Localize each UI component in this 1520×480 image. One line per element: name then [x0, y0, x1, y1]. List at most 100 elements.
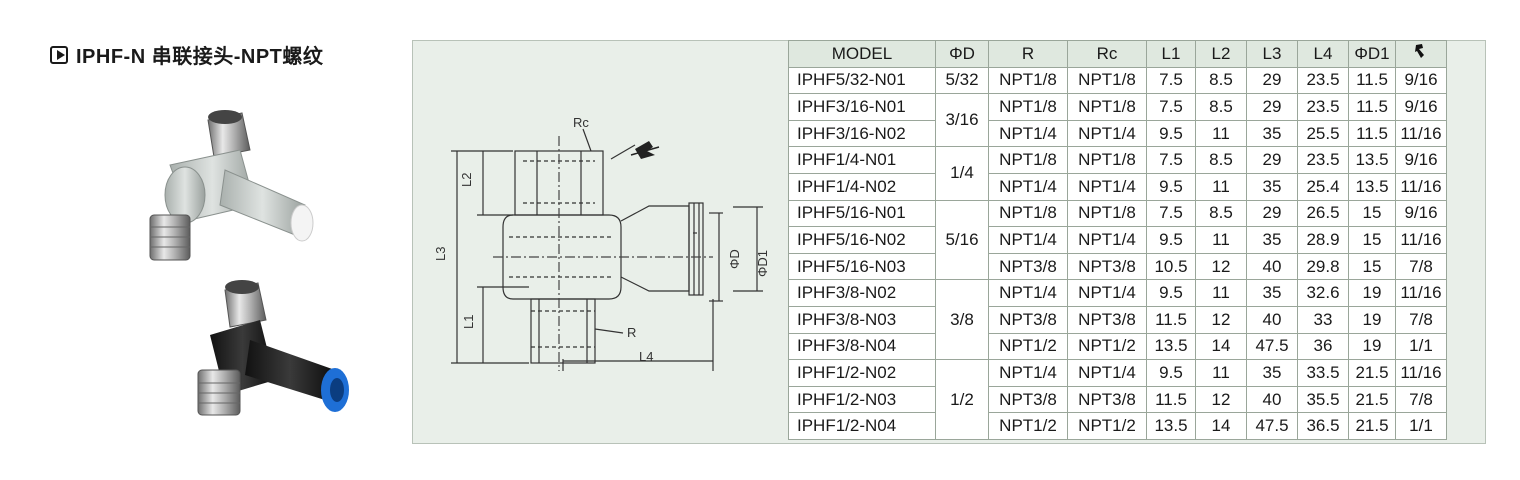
wrench-icon — [1415, 44, 1424, 59]
r-cell: NPT3/8 — [988, 305, 1068, 334]
l2-cell: 12 — [1195, 385, 1247, 414]
phid-cell: 5/16 — [935, 199, 989, 281]
phid1-label: ΦD1 — [755, 250, 770, 277]
l2-cell: 14 — [1195, 332, 1247, 361]
phid-cell: 3/16 — [935, 93, 989, 148]
l4-cell: 23.5 — [1297, 146, 1349, 174]
fitting-photo-grey — [149, 110, 314, 261]
l3-cell: 35 — [1246, 119, 1298, 148]
l2-cell: 8.5 — [1195, 66, 1247, 95]
model-cell: IPHF5/16-N01 — [788, 199, 936, 228]
header-l4: L4 — [1297, 40, 1349, 68]
l4-cell: 23.5 — [1297, 93, 1349, 121]
d1-cell: 11.5 — [1348, 93, 1396, 121]
model-cell: IPHF3/16-N02 — [788, 119, 936, 148]
r-cell: NPT1/8 — [988, 93, 1068, 121]
l1-label: L1 — [461, 315, 476, 329]
l2-cell: 11 — [1195, 279, 1247, 307]
rc-cell: NPT3/8 — [1067, 385, 1147, 414]
l4-cell: 36.5 — [1297, 412, 1349, 440]
l2-label: L2 — [459, 173, 474, 187]
r-label: R — [627, 325, 636, 340]
l2-cell: 8.5 — [1195, 146, 1247, 174]
spec-table: MODEL ΦD R Rc L1 L2 L3 L4 ΦD1 IPHF5/32-N… — [788, 40, 1447, 440]
play-icon — [50, 45, 68, 64]
header-rc: Rc — [1067, 40, 1147, 68]
l4-cell: 33.5 — [1297, 359, 1349, 387]
phid-label: ΦD — [727, 249, 742, 269]
l3-cell: 35 — [1246, 279, 1298, 307]
model-cell: IPHF1/2-N02 — [788, 359, 936, 387]
l3-cell: 40 — [1246, 252, 1298, 281]
r-cell: NPT3/8 — [988, 385, 1068, 414]
rc-label: Rc — [573, 115, 589, 130]
r-cell: NPT1/4 — [988, 172, 1068, 201]
d1-cell: 11.5 — [1348, 119, 1396, 148]
l3-cell: 40 — [1246, 305, 1298, 334]
header-phid: ΦD — [935, 40, 989, 68]
model-cell: IPHF1/4-N01 — [788, 146, 936, 174]
w-cell: 11/16 — [1395, 359, 1447, 387]
header-model: MODEL — [788, 40, 936, 68]
l2-cell: 12 — [1195, 252, 1247, 281]
header-phid1: ΦD1 — [1348, 40, 1396, 68]
product-photos — [149, 110, 349, 416]
l3-cell: 29 — [1246, 66, 1298, 95]
l2-cell: 11 — [1195, 359, 1247, 387]
w-cell: 9/16 — [1395, 66, 1447, 95]
l1-cell: 9.5 — [1146, 226, 1196, 254]
rc-cell: NPT3/8 — [1067, 252, 1147, 281]
header-l3: L3 — [1246, 40, 1298, 68]
rc-cell: NPT1/8 — [1067, 66, 1147, 95]
d1-cell: 19 — [1348, 305, 1396, 334]
l1-cell: 13.5 — [1146, 412, 1196, 440]
rc-cell: NPT1/8 — [1067, 199, 1147, 228]
l1-cell: 9.5 — [1146, 359, 1196, 387]
l3-cell: 40 — [1246, 385, 1298, 414]
w-cell: 9/16 — [1395, 199, 1447, 228]
w-cell: 11/16 — [1395, 279, 1447, 307]
rc-cell: NPT1/4 — [1067, 119, 1147, 148]
phid-cell: 1/4 — [935, 146, 989, 201]
l2-cell: 8.5 — [1195, 93, 1247, 121]
l1-cell: 13.5 — [1146, 332, 1196, 361]
l1-cell: 11.5 — [1146, 305, 1196, 334]
header-l2: L2 — [1195, 40, 1247, 68]
title-bar: IPHF-N 串联接头-NPT螺纹 — [50, 40, 323, 69]
rc-cell: NPT1/2 — [1067, 412, 1147, 440]
d1-cell: 21.5 — [1348, 385, 1396, 414]
l4-cell: 23.5 — [1297, 66, 1349, 95]
l4-label: L4 — [639, 349, 653, 364]
l2-cell: 11 — [1195, 172, 1247, 201]
l1-cell: 9.5 — [1146, 119, 1196, 148]
r-cell: NPT1/4 — [988, 359, 1068, 387]
phid-cell: 5/32 — [935, 66, 989, 95]
l3-cell: 35 — [1246, 359, 1298, 387]
w-cell: 1/1 — [1395, 332, 1447, 361]
l3-cell: 35 — [1246, 172, 1298, 201]
l4-cell: 28.9 — [1297, 226, 1349, 254]
r-cell: NPT1/2 — [988, 332, 1068, 361]
l4-cell: 36 — [1297, 332, 1349, 361]
d1-cell: 13.5 — [1348, 172, 1396, 201]
l1-cell: 10.5 — [1146, 252, 1196, 281]
model-cell: IPHF1/2-N03 — [788, 385, 936, 414]
l4-cell: 35.5 — [1297, 385, 1349, 414]
d1-cell: 21.5 — [1348, 359, 1396, 387]
l3-cell: 29 — [1246, 146, 1298, 174]
d1-cell: 11.5 — [1348, 66, 1396, 95]
l2-cell: 11 — [1195, 226, 1247, 254]
r-cell: NPT1/8 — [988, 66, 1068, 95]
w-cell: 11/16 — [1395, 226, 1447, 254]
rc-cell: NPT3/8 — [1067, 305, 1147, 334]
rc-cell: NPT1/4 — [1067, 172, 1147, 201]
header-wrench — [1395, 40, 1447, 68]
